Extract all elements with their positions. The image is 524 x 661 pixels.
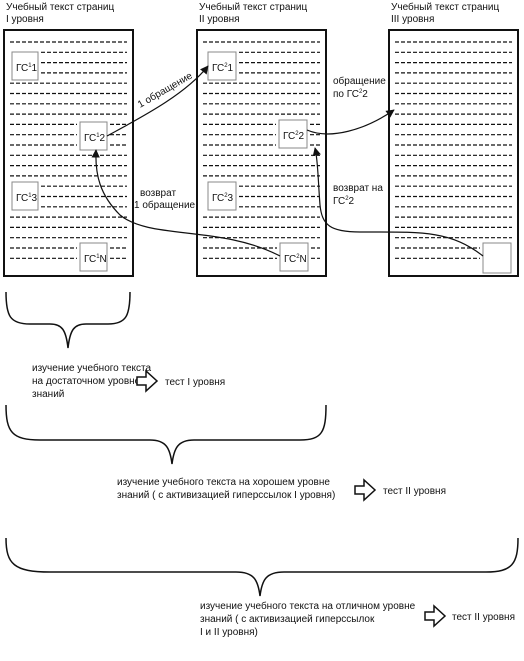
label-return-2-tail: 2 xyxy=(349,196,355,207)
arrow-call-1 xyxy=(106,65,209,137)
label-return-1-line1: возврат xyxy=(140,188,176,199)
label-call-1: 1 обращение xyxy=(136,69,195,110)
label-call-2-sup: 2 xyxy=(359,89,363,95)
level-2-test: тест II уровня xyxy=(383,486,446,497)
node-l1-1-base: ГС xyxy=(16,63,28,74)
svg-text:ГС2N: ГС2N xyxy=(284,254,307,265)
node-l3-empty xyxy=(482,242,512,274)
node-l1-n: ГС1N xyxy=(79,242,108,272)
svg-text:ГС23: ГС23 xyxy=(212,193,234,204)
node-l2-3-base: ГС xyxy=(212,193,224,204)
node-l1-n-base: ГС xyxy=(84,254,96,265)
node-l1-2-base: ГС xyxy=(84,133,96,144)
column-3-title-line2: III уровня xyxy=(391,14,434,25)
level-1-desc-line1: изучение учебного текста xyxy=(32,362,152,374)
node-l2-n-sup: 2 xyxy=(296,254,300,260)
arrow-return-2 xyxy=(312,147,484,257)
svg-text:ГС21: ГС21 xyxy=(212,63,234,74)
svg-text:ГС22: ГС22 xyxy=(283,131,305,142)
node-l1-3: ГС13 xyxy=(11,181,39,211)
node-l2-1-base: ГС xyxy=(212,63,224,74)
svg-text:ГС22: ГС22 xyxy=(333,196,355,207)
node-l2-2: ГС22 xyxy=(278,119,308,149)
node-l2-2-base: ГС xyxy=(283,131,295,142)
node-l2-2-sup: 2 xyxy=(295,131,299,137)
node-l1-2-sub: 2 xyxy=(100,133,106,144)
node-l1-n-sup: 1 xyxy=(96,254,100,260)
label-return-2-sup: 2 xyxy=(345,196,349,202)
node-l2-1-sub: 1 xyxy=(228,63,234,74)
svg-text:ГС11: ГС11 xyxy=(16,63,38,74)
text-lines xyxy=(10,41,512,259)
node-l1-3-sup: 1 xyxy=(28,193,32,199)
column-1-title-line2: I уровня xyxy=(6,14,44,25)
svg-text:ГС12: ГС12 xyxy=(84,133,106,144)
label-return-2-line1: возврат на xyxy=(333,183,383,194)
node-l1-3-base: ГС xyxy=(16,193,28,204)
arrow-return-1 xyxy=(91,149,281,257)
brace-level-1 xyxy=(5,291,131,349)
node-l2-n-base: ГС xyxy=(284,254,296,265)
column-2-title-line2: II уровня xyxy=(199,14,240,25)
arrow-call-2 xyxy=(306,109,395,135)
level-3-test: тест II уровня xyxy=(452,612,515,623)
test-arrow-level-2 xyxy=(354,478,377,502)
level-3-desc-line1: изучение учебного текста на отличном уро… xyxy=(200,600,416,612)
node-l2-1: ГС21 xyxy=(207,51,237,81)
column-2-title-line1: Учебный текст страниц xyxy=(199,1,308,13)
column-1-title-line1: Учебный текст страниц xyxy=(6,1,115,13)
svg-text:ГС13: ГС13 xyxy=(16,193,38,204)
node-l1-3-sub: 3 xyxy=(32,193,38,204)
svg-text:по ГС22: по ГС22 xyxy=(333,89,368,100)
node-l1-1: ГС11 xyxy=(11,51,39,81)
level-3-desc-line2: знаний ( с активизацией гиперссылок xyxy=(200,614,375,625)
level-3-desc-line3: I и II уровня) xyxy=(200,627,258,638)
svg-text:ГС1N: ГС1N xyxy=(84,254,107,265)
level-2-desc-line2: знаний ( с активизацией гиперссылок I ур… xyxy=(117,490,335,501)
level-1-desc-line2: на достаточном уровне xyxy=(32,376,141,387)
node-l2-3-sup: 2 xyxy=(224,193,228,199)
label-call-2-line1: обращение xyxy=(333,75,386,87)
node-l1-2-sup: 1 xyxy=(96,133,100,139)
node-l1-n-sub: N xyxy=(100,254,107,265)
test-arrow-level-3 xyxy=(424,604,447,628)
node-l2-1-sup: 2 xyxy=(224,63,228,69)
label-return-2-line2: ГС xyxy=(333,196,345,207)
level-2-desc-line1: изучение учебного текста на хорошем уров… xyxy=(117,476,330,488)
label-call-2-tail: 2 xyxy=(362,89,368,100)
label-call-2-line2: по ГС xyxy=(333,89,359,100)
node-l2-3-sub: 3 xyxy=(228,193,234,204)
node-l1-1-sup: 1 xyxy=(28,63,32,69)
node-l2-2-sub: 2 xyxy=(299,131,305,142)
brace-level-2 xyxy=(5,404,327,465)
brace-level-3 xyxy=(5,537,519,597)
label-return-1-line2: 1 обращение xyxy=(134,199,196,211)
level-1-desc-line3: знаний xyxy=(32,389,64,400)
node-l2-n-sub: N xyxy=(300,254,307,265)
node-l2-n: ГС2N xyxy=(279,242,309,272)
level-1-test: тест I уровня xyxy=(165,377,225,388)
node-l1-2: ГС12 xyxy=(79,121,108,151)
column-3-title-line1: Учебный текст страниц xyxy=(391,1,500,13)
page-level-3 xyxy=(388,29,519,277)
node-l1-1-sub: 1 xyxy=(32,63,38,74)
node-l2-3: ГС23 xyxy=(207,181,237,211)
test-arrow-level-1 xyxy=(136,369,159,393)
